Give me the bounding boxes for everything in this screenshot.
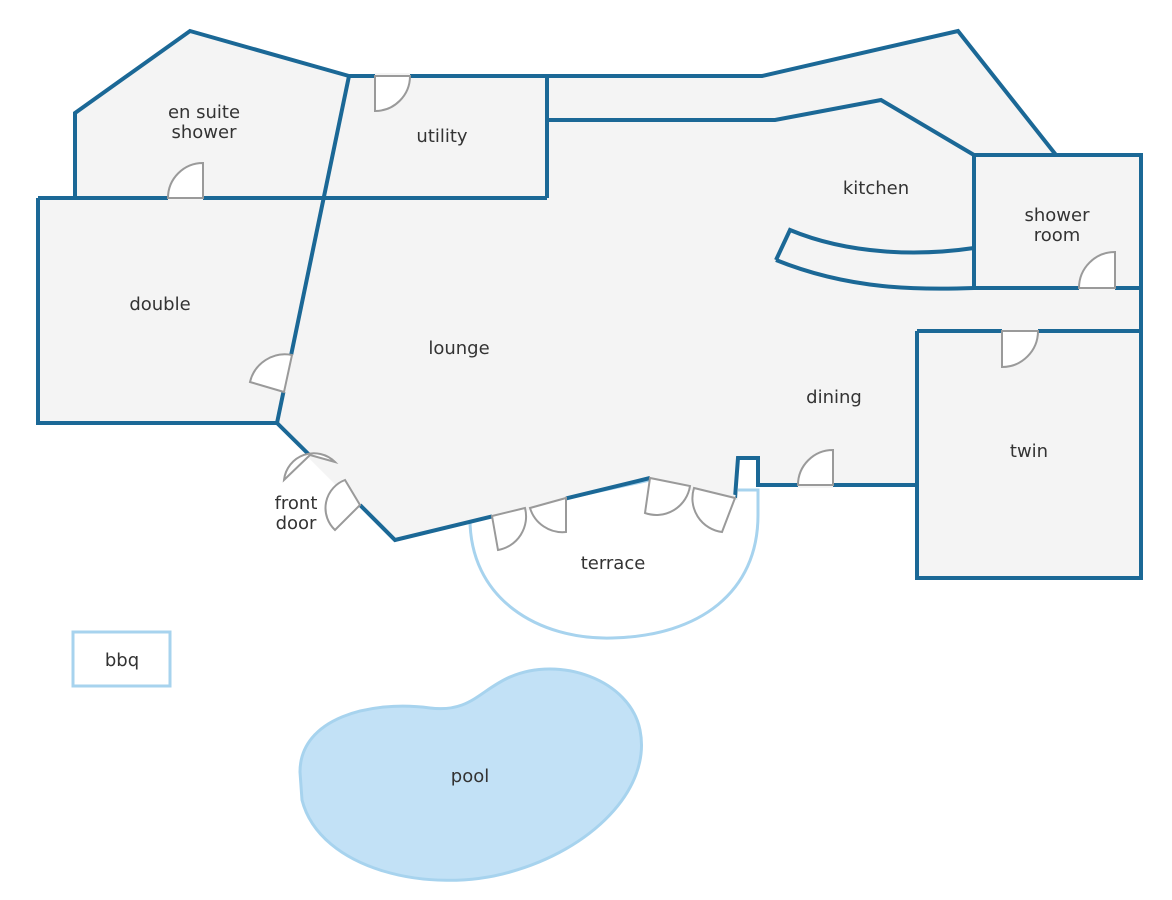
label-en-suite-shower-2: shower [172, 122, 238, 143]
room-floors [38, 31, 1141, 578]
label-front-door-1: front [275, 493, 318, 514]
door-twin[interactable] [1001, 330, 1040, 369]
door-dining[interactable] [796, 448, 834, 486]
door-front[interactable] [282, 452, 362, 532]
door-terrace-left[interactable] [490, 496, 567, 552]
bbq-area [71, 630, 172, 688]
label-kitchen: kitchen [843, 178, 909, 199]
room-labels: en suite shower utility kitchen shower r… [105, 102, 1090, 787]
label-en-suite-shower-1: en suite [168, 102, 240, 123]
label-shower-room-1: shower [1025, 205, 1091, 226]
label-terrace: terrace [581, 553, 646, 574]
label-pool: pool [451, 766, 489, 787]
label-lounge: lounge [428, 338, 489, 359]
label-double: double [129, 294, 190, 315]
label-utility: utility [416, 126, 468, 147]
door-en-suite[interactable] [166, 161, 204, 199]
door-shower-room[interactable] [1077, 250, 1116, 289]
door-utility[interactable] [374, 75, 412, 113]
door-double[interactable] [248, 353, 294, 394]
pool-shape [298, 667, 643, 882]
label-twin: twin [1010, 441, 1048, 462]
door-terrace-right[interactable] [643, 476, 737, 534]
label-front-door-2: door [276, 513, 317, 534]
label-bbq: bbq [105, 650, 139, 671]
label-dining: dining [806, 387, 862, 408]
label-shower-room-2: room [1034, 225, 1081, 246]
